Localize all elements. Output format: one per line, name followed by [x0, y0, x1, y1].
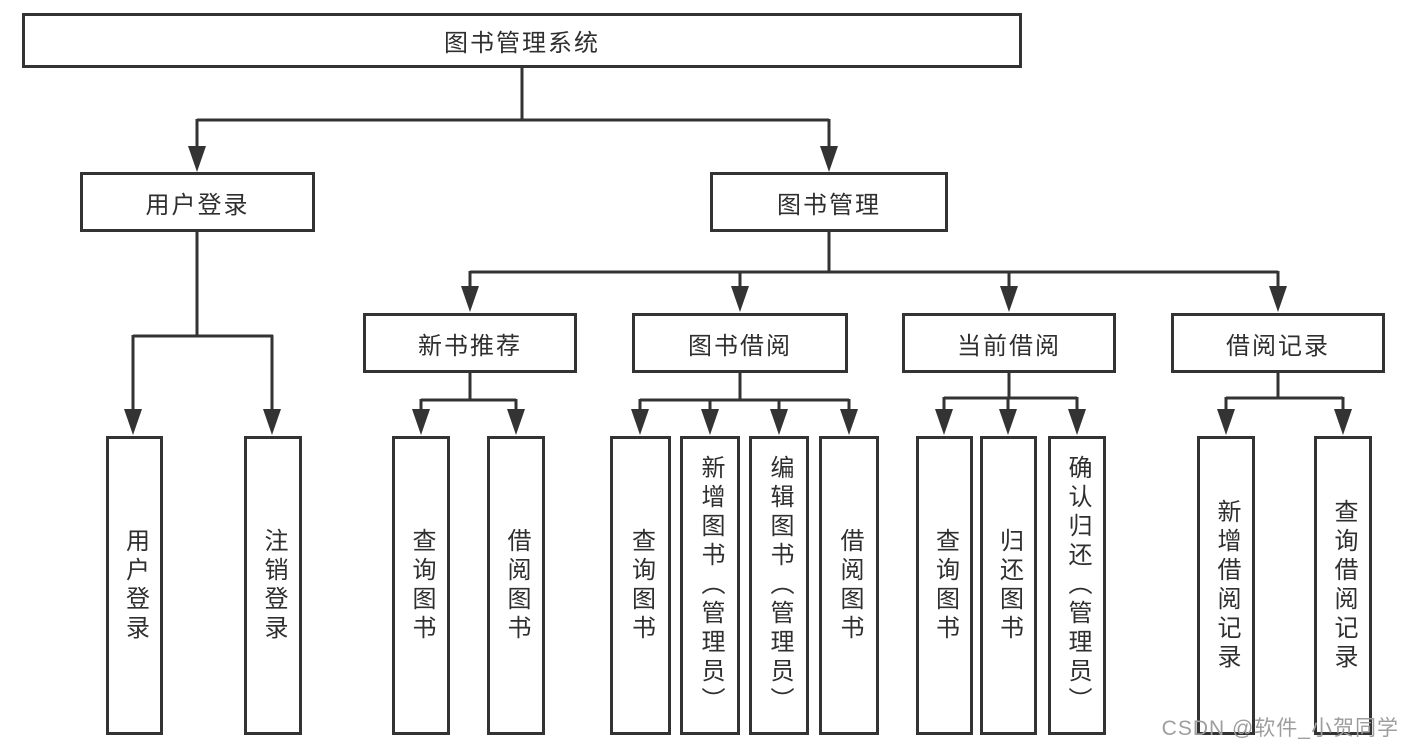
node-book-management-label: 图书管理 [777, 191, 881, 219]
node-current-borrow: 当前借阅 [902, 313, 1116, 373]
leaf-borrow-add-books-admin: 新增图书（管理员） [680, 436, 740, 735]
node-current-borrow-label: 当前借阅 [957, 332, 1061, 360]
leaf-recommend-query-books-label: 查询图书 [408, 527, 435, 644]
leaf-records-add-record-label: 新增借阅记录 [1213, 498, 1240, 673]
leaf-logout: 注销登录 [244, 436, 302, 735]
node-book-borrow-label: 图书借阅 [688, 332, 792, 360]
node-book-borrow: 图书借阅 [632, 313, 848, 373]
leaf-recommend-borrow-books-label: 借阅图书 [503, 527, 530, 644]
leaf-logout-label: 注销登录 [260, 527, 287, 644]
leaf-borrow-edit-books-admin: 编辑图书（管理员） [749, 436, 809, 735]
leaf-current-return-books: 归还图书 [980, 436, 1037, 735]
node-user-login: 用户登录 [80, 172, 315, 232]
node-borrow-records: 借阅记录 [1171, 313, 1385, 373]
leaf-borrow-query-books: 查询图书 [610, 436, 671, 735]
node-root: 图书管理系统 [22, 13, 1022, 68]
leaf-borrow-query-books-label: 查询图书 [627, 527, 655, 644]
leaf-current-confirm-return-admin: 确认归还（管理员） [1048, 436, 1106, 735]
node-root-label: 图书管理系统 [444, 30, 600, 57]
leaf-borrow-edit-books-admin-label: 编辑图书（管理员） [766, 455, 793, 716]
leaf-current-return-books-label: 归还图书 [995, 527, 1023, 644]
leaf-records-add-record: 新增借阅记录 [1197, 436, 1255, 735]
leaf-recommend-borrow-books: 借阅图书 [487, 436, 545, 735]
leaf-borrow-add-books-admin-label: 新增图书（管理员） [697, 455, 724, 716]
node-user-login-label: 用户登录 [145, 191, 250, 219]
leaf-borrow-borrow-books: 借阅图书 [819, 436, 879, 735]
leaf-current-confirm-return-admin-label: 确认归还（管理员） [1064, 455, 1091, 716]
node-book-management: 图书管理 [710, 172, 948, 232]
leaf-records-query-record-label: 查询借阅记录 [1330, 498, 1357, 673]
leaf-borrow-borrow-books-label: 借阅图书 [836, 527, 863, 644]
leaf-records-query-record: 查询借阅记录 [1314, 436, 1372, 735]
node-new-book-recommend-label: 新书推荐 [418, 332, 522, 360]
leaf-user-login: 用户登录 [106, 436, 163, 735]
csdn-watermark: CSDN @软件_小贺同学 [1161, 717, 1399, 740]
leaf-current-query-books: 查询图书 [916, 436, 973, 735]
node-borrow-records-label: 借阅记录 [1226, 332, 1330, 360]
node-new-book-recommend: 新书推荐 [363, 313, 577, 373]
leaf-current-query-books-label: 查询图书 [931, 527, 959, 644]
leaf-user-login-label: 用户登录 [121, 527, 149, 644]
leaf-recommend-query-books: 查询图书 [392, 436, 450, 735]
